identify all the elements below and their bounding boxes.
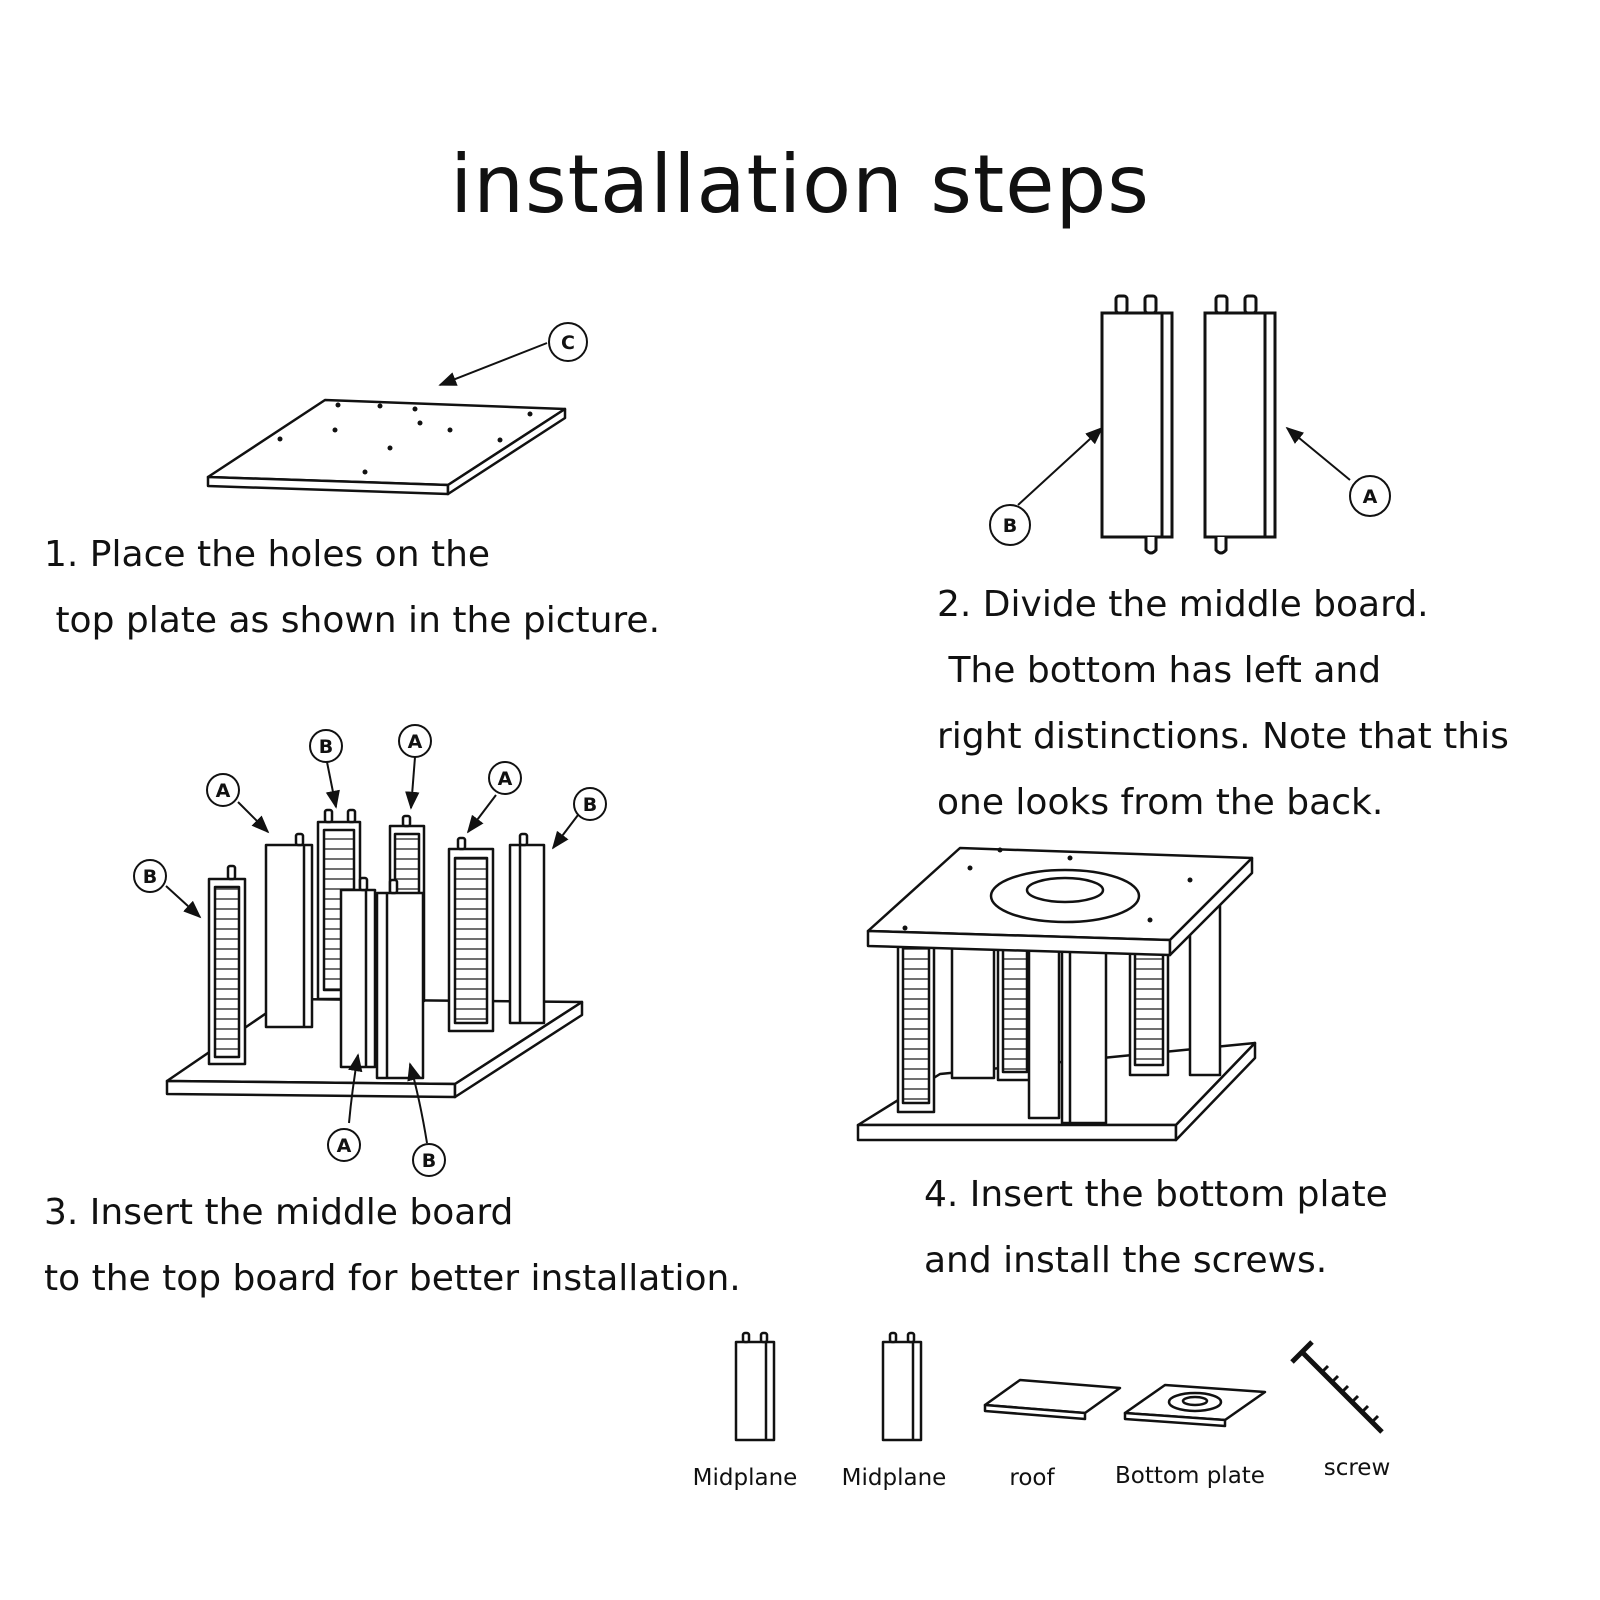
step-3-line-1: 3. Insert the middle board xyxy=(44,1192,514,1233)
step-3-text: 3. Insert the middle board to the top bo… xyxy=(44,1180,741,1312)
step3-callout-markers: A B A A B B A B xyxy=(133,724,607,1177)
callout-b-letter: B xyxy=(422,1150,436,1172)
callout-c-letter: C xyxy=(561,332,575,354)
step-1-line-2: top plate as shown in the picture. xyxy=(44,600,661,641)
callout-b-letter: B xyxy=(143,866,157,888)
callout-a-letter: A xyxy=(337,1135,352,1157)
step3-callouts xyxy=(165,756,579,1144)
parts-legend-drawings xyxy=(734,1331,1384,1442)
step-1-line-1: 1. Place the holes on the xyxy=(44,534,491,575)
step-1-text: 1. Place the holes on the top plate as s… xyxy=(44,522,660,654)
part-label-screw: screw xyxy=(1323,1455,1391,1481)
callout-a-letter: A xyxy=(1363,486,1378,508)
part-label-bottom-plate: Bottom plate xyxy=(1115,1463,1265,1489)
callout-c: C xyxy=(438,322,588,386)
part-screw-drawing xyxy=(1290,1340,1384,1434)
step-4-text: 4. Insert the bottom plate and install t… xyxy=(924,1162,1388,1294)
step-4-line-1: 4. Insert the bottom plate xyxy=(924,1174,1388,1215)
part-label-midplane-2: Midplane xyxy=(841,1465,947,1491)
callout-a-letter: A xyxy=(216,780,231,802)
step-2-line-3: right distinctions. Note that this xyxy=(937,716,1509,757)
callout-b-letter: B xyxy=(319,736,333,758)
part-midplane-1-drawing xyxy=(734,1331,776,1442)
step-2-line-1: 2. Divide the middle board. xyxy=(937,584,1429,625)
callout-a-letter: A xyxy=(498,768,513,790)
part-label-roof: roof xyxy=(1009,1465,1055,1491)
step1-top-plate-drawing xyxy=(206,398,567,496)
callout-b-letter: B xyxy=(583,794,597,816)
step-3-line-2: to the top board for better installation… xyxy=(44,1258,741,1299)
page-title: installation steps xyxy=(450,138,1150,231)
part-bottom-plate-drawing xyxy=(1123,1383,1267,1428)
step-2-line-4: one looks from the back. xyxy=(937,782,1384,823)
part-label-midplane-1: Midplane xyxy=(692,1465,798,1491)
callout-a-step2: A xyxy=(1285,426,1391,517)
step-2-text: 2. Divide the middle board. The bottom h… xyxy=(937,572,1509,836)
part-midplane-2-drawing xyxy=(881,1331,923,1442)
callout-b-step2: B xyxy=(989,426,1104,546)
step-4-line-2: and install the screws. xyxy=(924,1240,1328,1281)
step-2-line-2: The bottom has left and xyxy=(937,650,1382,691)
callout-b-letter: B xyxy=(1003,515,1017,537)
part-roof-drawing xyxy=(983,1378,1122,1421)
step3-assembly-drawing xyxy=(165,808,584,1099)
callout-a-letter: A xyxy=(408,731,423,753)
step2-middle-boards-drawing xyxy=(1100,294,1277,555)
step4-assembly-drawing xyxy=(856,846,1257,1142)
